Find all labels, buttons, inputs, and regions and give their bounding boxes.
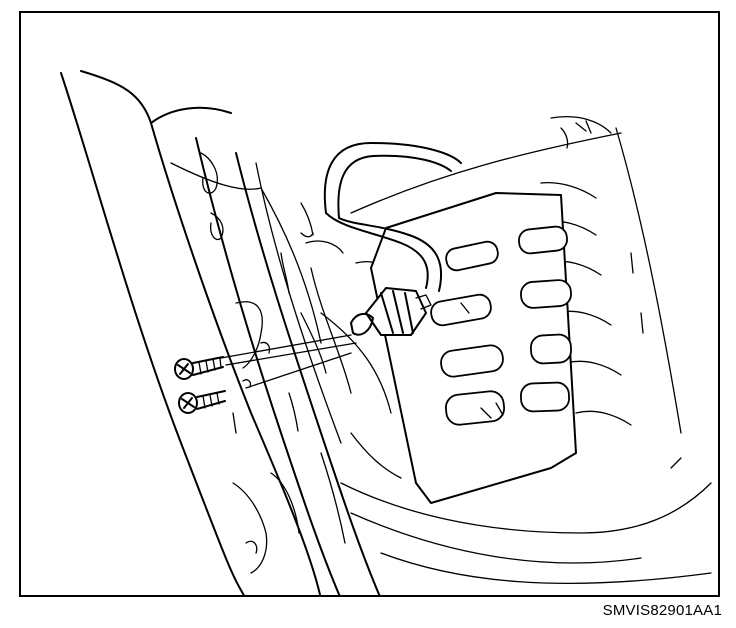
rear-structure <box>305 116 712 585</box>
illustration-frame <box>19 11 720 597</box>
screw-icon <box>178 390 226 414</box>
screw-icon <box>174 356 224 380</box>
control-module-icon <box>370 192 577 504</box>
body-panel <box>60 70 381 595</box>
technical-illustration <box>60 70 712 595</box>
connector-icon <box>350 287 432 336</box>
guide-lines <box>220 334 357 389</box>
wire-harness-icon <box>300 142 462 292</box>
figure-reference-code: SMVIS82901AA1 <box>602 602 722 619</box>
